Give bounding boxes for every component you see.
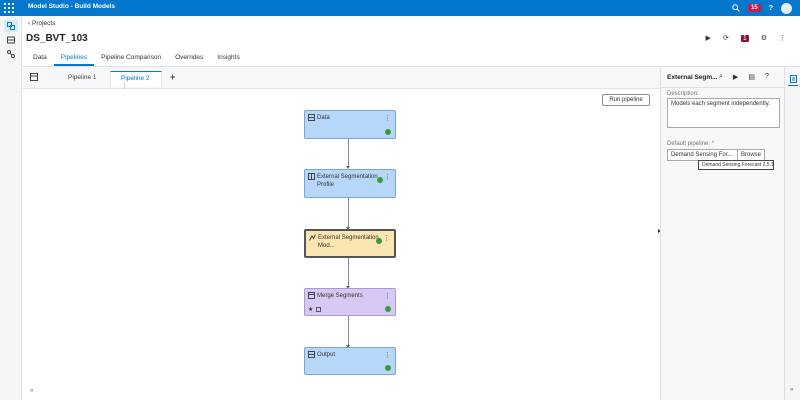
node-menu-icon[interactable]: ⋮ [384, 352, 391, 359]
app-menu-icon[interactable] [4, 3, 14, 13]
pipeline-tab-menu-icon[interactable]: ⋮ [121, 83, 128, 90]
help-icon[interactable]: ? [768, 4, 773, 12]
description-field[interactable]: Models each segment independently. [667, 98, 780, 128]
connector [348, 316, 349, 346]
more-vertical-icon[interactable]: ⋮ [779, 35, 786, 42]
node-label: Data [317, 115, 330, 121]
connector [348, 198, 349, 228]
tab-divider [22, 66, 800, 67]
page-title: DS_BVT_103 [26, 33, 88, 44]
node-label: External Segmentation Mod... [318, 235, 379, 249]
output-icon [308, 351, 315, 358]
run-pipeline-button[interactable]: Run pipeline [602, 94, 650, 106]
right-rail: » [784, 67, 800, 400]
connector [348, 139, 349, 167]
tooltip: Demand Sensing Forecast 2.5.1 [698, 160, 774, 170]
avatar[interactable] [781, 2, 792, 14]
divider [661, 87, 785, 88]
tab-overrides[interactable]: Overrides [175, 54, 204, 61]
segment-profile-icon [308, 173, 315, 180]
build-models-icon[interactable] [4, 20, 18, 32]
merge-icon [308, 292, 315, 299]
pipeline-node-merge-segments[interactable]: Merge Segments ⋮ ★ [304, 288, 396, 316]
description-label: Description: [667, 91, 699, 97]
check-icon [385, 365, 391, 371]
expand-right-icon[interactable]: » [790, 387, 794, 393]
node-label: External Segmentation Profile [317, 174, 378, 188]
refresh-icon[interactable]: ⟳ [722, 35, 729, 42]
model-icon [309, 234, 316, 241]
properties-icon[interactable] [788, 72, 798, 86]
breadcrumb[interactable]: ‹ Projects [28, 20, 56, 27]
search-icon[interactable]: ⌕ [719, 73, 723, 80]
collapse-panel-icon[interactable] [658, 229, 661, 233]
node-menu-icon[interactable]: ⋮ [384, 293, 391, 300]
check-icon [376, 238, 382, 244]
project-actions: ▶ ⟳ 1 ⚙ ⋮ [706, 34, 786, 42]
panel-toolbar: ⌕ ▶ ▤ ? [719, 73, 769, 81]
table-icon [316, 307, 321, 312]
app-header: Model Studio - Build Models 15 ? [0, 0, 800, 16]
star-icon: ★ [308, 307, 314, 313]
arrow-icon [346, 227, 350, 230]
gear-icon[interactable]: ⚙ [760, 35, 767, 42]
connector [348, 258, 349, 287]
node-label: Merge Segments [317, 293, 363, 299]
pipeline-node-data[interactable]: Data ⋮ [304, 110, 396, 139]
arrow-icon [346, 286, 350, 289]
search-icon[interactable] [732, 4, 740, 12]
toggle-nodes-panel-icon[interactable] [30, 73, 38, 81]
check-icon [385, 306, 391, 312]
document-icon[interactable]: ▤ [748, 74, 755, 81]
check-icon [385, 129, 391, 135]
node-menu-icon[interactable]: ⋮ [383, 235, 390, 242]
project-tabs: Data Pipelines Pipeline Comparison Overr… [26, 50, 247, 66]
left-navigation-rail [0, 16, 22, 400]
panel-title: External Segm... [667, 74, 718, 81]
pipeline-tab-1[interactable]: Pipeline 1 [58, 71, 107, 87]
pipeline-node-output[interactable]: Output ⋮ [304, 347, 396, 375]
pipeline-node-external-segmentation-model[interactable]: External Segmentation Mod... ⋮ [304, 229, 396, 258]
notification-badge[interactable]: 15 [748, 4, 761, 12]
browse-button[interactable]: Browse [737, 149, 765, 161]
pipeline-node-external-segmentation-profile[interactable]: External Segmentation Profile ⋮ [304, 169, 396, 198]
tab-insights[interactable]: Insights [217, 54, 240, 61]
pipelines-icon[interactable] [4, 48, 18, 60]
tab-pipelines[interactable]: Pipelines [53, 50, 95, 66]
node-menu-icon[interactable]: ⋮ [384, 174, 391, 181]
node-label: Output [317, 352, 336, 358]
add-pipeline-button[interactable]: + [170, 72, 176, 82]
arrow-icon [346, 166, 350, 169]
pipeline-tab-strip [22, 67, 660, 89]
pipeline-tab-2-label: Pipeline 2 [121, 75, 150, 82]
node-menu-icon[interactable]: ⋮ [384, 115, 391, 122]
data-source-icon [308, 114, 315, 121]
arrow-icon [346, 345, 350, 348]
pipeline-tab-1-label: Pipeline 1 [68, 74, 97, 81]
default-pipeline-label: Default pipeline: * [667, 141, 715, 147]
expand-rail-icon[interactable]: » [30, 388, 34, 394]
node-properties-panel: External Segm... ⌕ ▶ ▤ ? Description: Mo… [660, 67, 785, 400]
breadcrumb-projects[interactable]: Projects [31, 20, 56, 27]
run-node-icon[interactable]: ▶ [732, 74, 739, 81]
tab-data[interactable]: Data [33, 54, 47, 61]
pipeline-tab-2[interactable]: Pipeline 2 ⋮ [110, 71, 162, 90]
help-icon[interactable]: ? [764, 73, 769, 80]
tab-pipeline-comparison[interactable]: Pipeline Comparison [101, 54, 162, 61]
status-badge[interactable]: 1 [740, 34, 749, 42]
run-icon[interactable]: ▶ [705, 35, 711, 42]
app-title: Model Studio - Build Models [28, 3, 116, 10]
check-icon [377, 177, 383, 183]
data-icon[interactable] [4, 34, 18, 46]
